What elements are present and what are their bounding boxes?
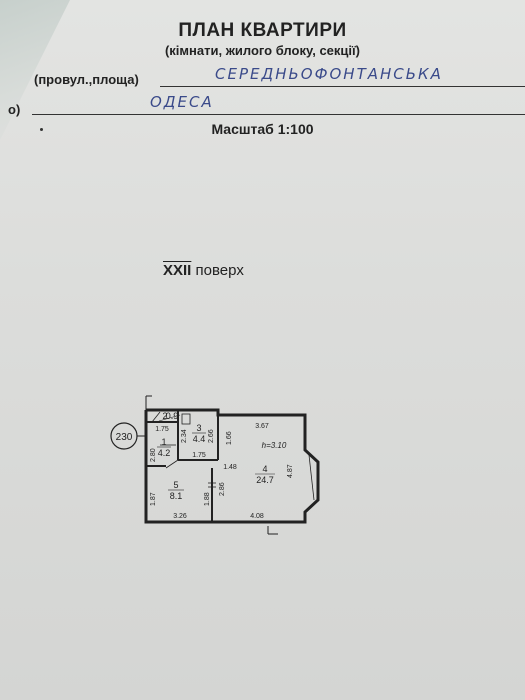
svg-text:2: 2	[162, 411, 167, 421]
dimension-label: 3.26	[173, 513, 187, 520]
city-value: ОДЕСА	[150, 93, 214, 111]
floor-number: XXII	[163, 262, 192, 279]
ceiling-height: h=3.10	[262, 441, 287, 450]
document-title: ПЛАН КВАРТИРИ	[178, 20, 347, 41]
outer-walls	[144, 408, 320, 524]
room-5-area: 8.1	[170, 491, 183, 501]
city-label: о)	[8, 102, 21, 117]
room-2-id: 2	[162, 411, 167, 421]
dimension-label: 3.67	[255, 423, 269, 430]
city-underline	[32, 114, 525, 115]
room-4-area: 24.7	[256, 475, 274, 485]
floor-word: поверх	[195, 262, 244, 279]
dimension-label: 2.80	[150, 448, 157, 462]
room-3-area: 4.4	[193, 434, 206, 444]
room-2-area: 0.9	[166, 411, 179, 421]
street-underline	[160, 86, 525, 87]
room-1-id: 1	[161, 437, 166, 447]
door-swings	[151, 411, 315, 501]
dimension-label: 1.88	[204, 492, 211, 506]
document-subtitle: (кімнати, жилого блоку, секції)	[164, 43, 361, 58]
room-1-area: 4.2	[158, 448, 171, 458]
street-label: (провул.,площа)	[34, 72, 139, 87]
street-value: СЕРЕДНЬОФОНТАНСЬКА	[215, 65, 443, 83]
room-2-slash	[158, 414, 181, 422]
dimension-label: 2.34	[181, 429, 188, 443]
dimension-label: 1.48	[223, 464, 237, 471]
inner-walls	[146, 410, 219, 522]
apartment-number: 230	[116, 432, 133, 443]
room-5-id: 5	[173, 480, 178, 490]
dimension-label: 4.08	[250, 513, 264, 520]
dimension-label: 1.75	[155, 426, 169, 433]
svg-text:0.9: 0.9	[166, 411, 179, 421]
dimension-label: 1.87	[150, 492, 157, 506]
room-4-id: 4	[262, 464, 267, 474]
bullet-mark	[40, 128, 43, 131]
floor-label: XXII поверх	[163, 262, 244, 279]
dimension-label: 2.86	[219, 482, 226, 496]
dimension-label: 2.66	[208, 429, 215, 443]
dimension-label: 4.87	[287, 464, 294, 478]
room-3-id: 3	[196, 423, 201, 433]
dimension-label: 1.66	[226, 431, 233, 445]
scale-label: Масштаб 1:100	[211, 121, 314, 137]
dimension-label: 1.75	[192, 452, 206, 459]
